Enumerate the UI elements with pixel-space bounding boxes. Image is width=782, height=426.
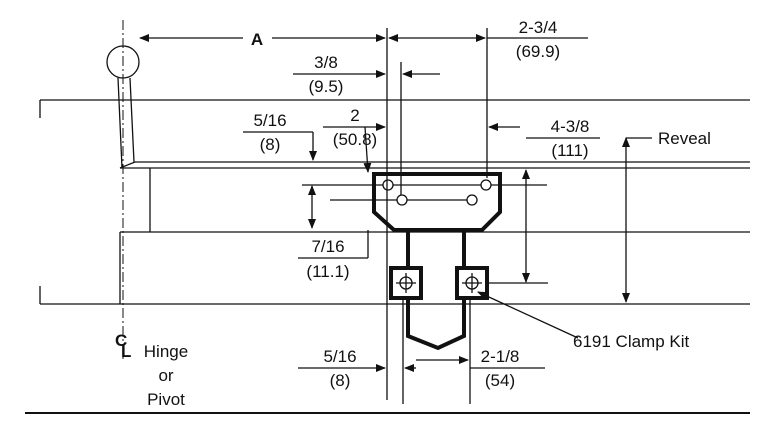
dim-5-16-upper-top: 5/16 bbox=[253, 111, 286, 130]
clamp-bracket bbox=[302, 172, 548, 351]
dim-reveal: Reveal bbox=[622, 129, 711, 303]
pivot-hinge bbox=[106, 20, 140, 362]
dim-2-1-8-bottom: (54) bbox=[485, 371, 515, 390]
dim-5-16-upper-bottom: (8) bbox=[260, 135, 281, 154]
clamp-kit-label: 6191 Clamp Kit bbox=[573, 332, 690, 351]
dim-5-16-lower-bottom: (8) bbox=[330, 371, 351, 390]
dim-7-16-top: 7/16 bbox=[311, 237, 344, 256]
dim-4-3-8-top: 4-3/8 bbox=[551, 117, 590, 136]
dim-4-3-8-bottom: (111) bbox=[551, 141, 588, 160]
dim-7-16: 7/16 (11.1) bbox=[298, 185, 369, 281]
dim-2: 2 (50.8) bbox=[323, 106, 520, 173]
dim-3-8-bottom: (9.5) bbox=[309, 77, 344, 96]
clamp-kit-callout: 6191 Clamp Kit bbox=[477, 291, 690, 351]
dim-2-1-8-top: 2-1/8 bbox=[481, 347, 520, 366]
dim-2-3-4-bottom: (69.9) bbox=[516, 42, 560, 61]
dim-2-top: 2 bbox=[350, 106, 359, 125]
dim-2-3-4-top: 2-3/4 bbox=[519, 18, 558, 37]
dim-a: A bbox=[139, 28, 388, 400]
dim-7-16-bottom: (11.1) bbox=[306, 262, 349, 281]
centerline-symbol: C bbox=[115, 331, 127, 350]
dim-2-3-4: 2-3/4 (69.9) bbox=[388, 18, 588, 178]
dim-2-bottom: (50.8) bbox=[333, 130, 377, 149]
or-text: or bbox=[158, 366, 173, 385]
dim-a-label: A bbox=[251, 30, 263, 49]
hinge-text: Hinge bbox=[144, 342, 188, 361]
dim-4-3-8: 4-3/8 (111) bbox=[522, 117, 600, 283]
dim-5-16-upper: 5/16 (8) bbox=[243, 111, 317, 161]
reveal-label: Reveal bbox=[658, 129, 711, 148]
dim-5-16-lower-top: 5/16 bbox=[323, 347, 356, 366]
dim-2-1-8: 2-1/8 (54) bbox=[416, 300, 545, 404]
pivot-text: Pivot bbox=[147, 390, 185, 409]
dim-3-8: 3/8 (9.5) bbox=[293, 53, 440, 195]
hinge-pivot-label: C L Hinge or Pivot bbox=[115, 331, 188, 409]
dim-5-16-lower: 5/16 (8) bbox=[298, 300, 416, 404]
centerline-sub: L bbox=[121, 342, 131, 361]
dim-3-8-top: 3/8 bbox=[314, 53, 338, 72]
